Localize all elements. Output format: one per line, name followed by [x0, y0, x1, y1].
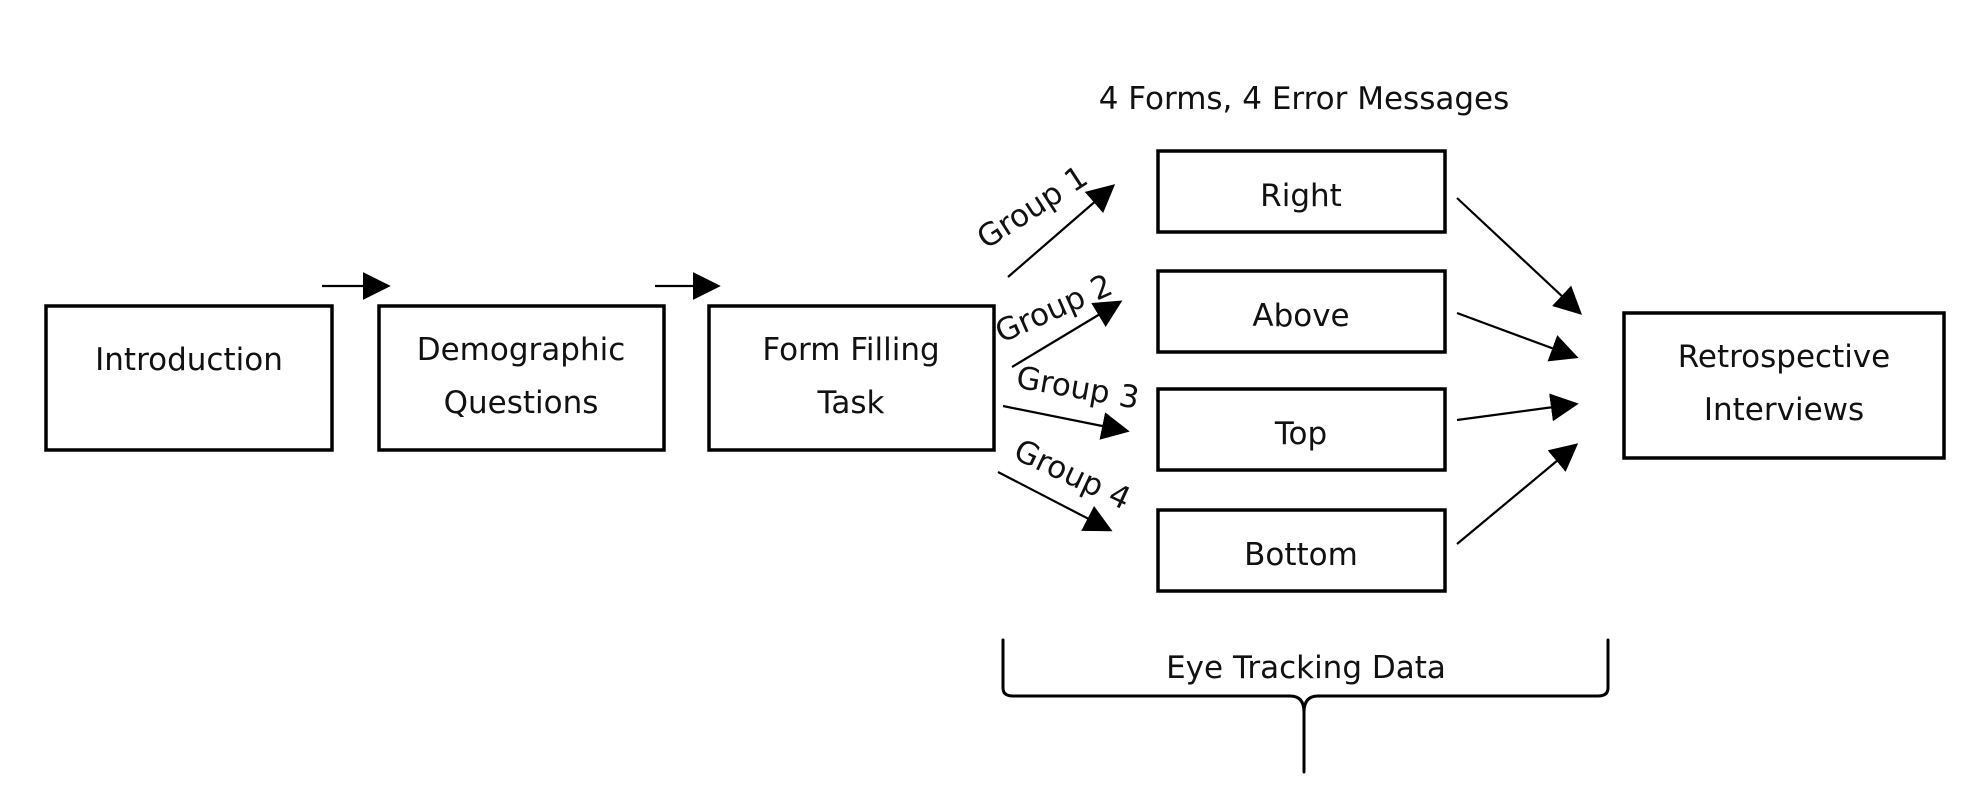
form-above-box: Above: [1156, 269, 1447, 354]
group-2-arrow: [1011, 300, 1123, 368]
group-1-label: Group 1: [971, 159, 1095, 257]
forms-caption: 4 Forms, 4 Error Messages: [1099, 81, 1510, 117]
eye-tracking-label: Eye Tracking Data: [1166, 650, 1446, 686]
retrospective-label-line2: Interviews: [1704, 392, 1864, 428]
form-bottom-box: Bottom: [1156, 508, 1447, 593]
group-4-arrow: [997, 471, 1113, 532]
form-right-label: Right: [1260, 178, 1342, 214]
retrospective-label-line1: Retrospective: [1678, 339, 1891, 375]
group-1-arrow: [1007, 184, 1116, 278]
demographic-label-line2: Questions: [444, 385, 599, 421]
form-filling-task-box: Form Filling Task: [707, 304, 996, 452]
demographic-label-line1: Demographic: [417, 332, 626, 368]
group-3-label: Group 3: [1014, 360, 1142, 417]
group-3-arrow: [1002, 404, 1130, 440]
form-filling-label-line2: Task: [817, 385, 885, 421]
group-4-label: Group 4: [1008, 432, 1136, 517]
form-bottom-label: Bottom: [1244, 537, 1358, 573]
form-top-box: Top: [1156, 387, 1447, 472]
arrow-top-to-retrospective: [1456, 393, 1579, 422]
arrow-right-to-retrospective: [1456, 197, 1583, 315]
arrow-above-to-retrospective: [1456, 311, 1579, 362]
group-2-label: Group 2: [990, 267, 1118, 350]
form-right-box: Right: [1156, 149, 1447, 234]
introduction-label: Introduction: [95, 342, 283, 378]
eye-tracking-brace: [1001, 638, 1610, 774]
form-top-label: Top: [1274, 416, 1327, 452]
form-filling-label-line1: Form Filling: [762, 332, 939, 368]
form-above-label: Above: [1252, 298, 1349, 334]
demographic-questions-box: Demographic Questions: [377, 304, 666, 452]
retrospective-interviews-box: Retrospective Interviews: [1622, 311, 1946, 460]
arrow-bottom-to-retrospective: [1456, 443, 1579, 545]
introduction-box: Introduction: [44, 304, 334, 452]
